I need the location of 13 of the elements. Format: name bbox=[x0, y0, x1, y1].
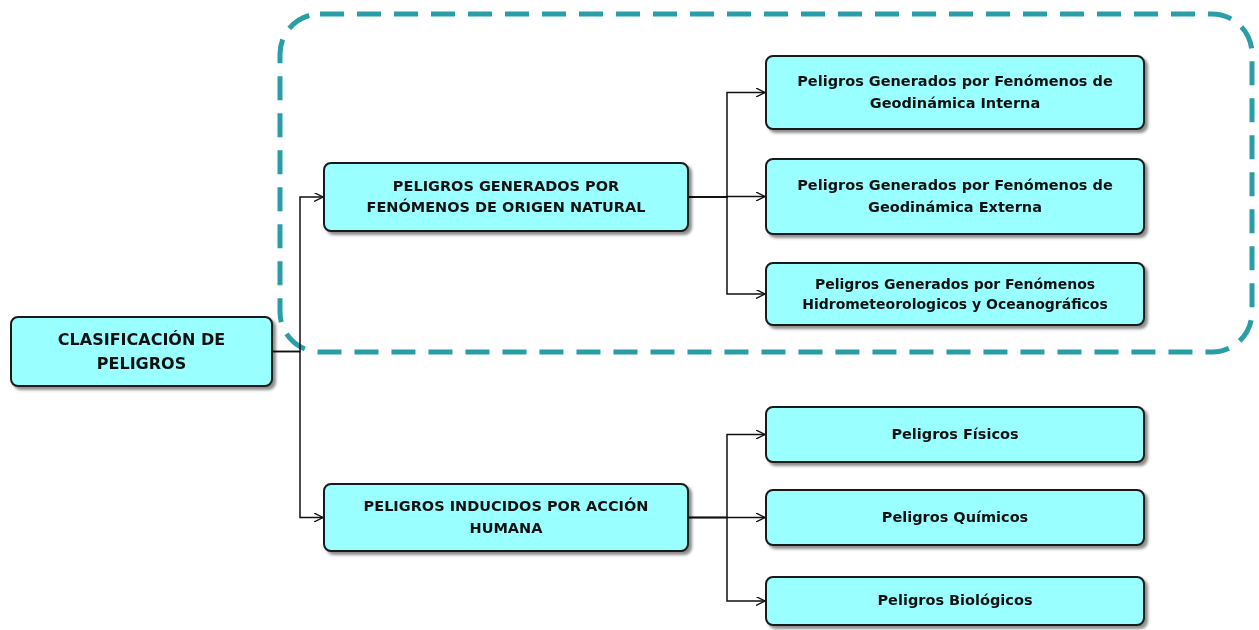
dashed-group-frame bbox=[280, 14, 1252, 352]
process-box: PELIGROS GENERADOS POR FENÓMENOS DE ORIGEN NATURAL bbox=[323, 162, 689, 232]
arrow bbox=[688, 516, 766, 607]
process-box: PELIGROS INDUCIDOS POR ACCIÓN HUMANA bbox=[323, 483, 689, 552]
process-box: Peligros Biológicos bbox=[765, 576, 1145, 626]
process-box: Peligros Químicos bbox=[765, 489, 1145, 546]
arrow bbox=[272, 350, 324, 523]
arrow bbox=[688, 196, 766, 300]
process-box: Peligros Generados por Fenómenos de Geodinámica Externa bbox=[765, 158, 1145, 235]
process-box: Peligros Generados por Fenómenos de Geodinámica Interna bbox=[765, 55, 1145, 130]
process-box: Peligros Generados por Fenómenos Hidrometeorologicos y Oceanográficos bbox=[765, 262, 1145, 326]
process-box: Peligros Físicos bbox=[765, 406, 1145, 463]
process-box: CLASIFICACIÓN DE PELIGROS bbox=[10, 316, 273, 387]
